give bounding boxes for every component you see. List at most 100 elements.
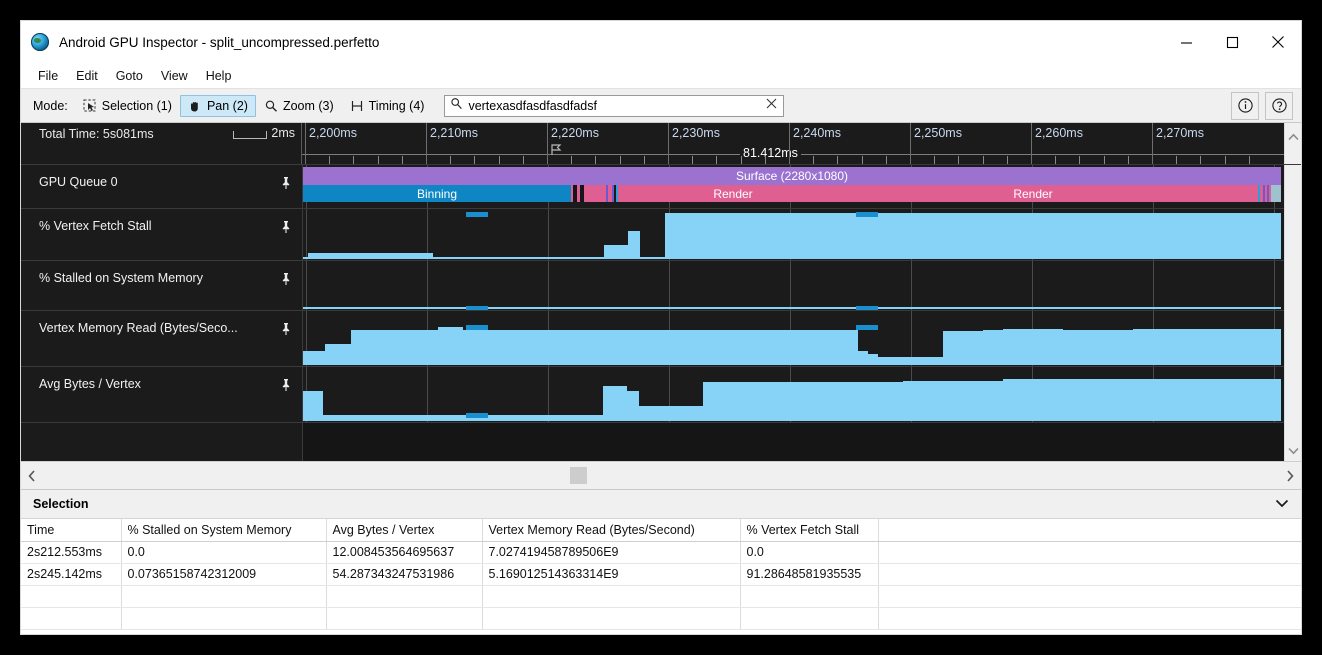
mode-selection-button[interactable]: Selection (1) [75,95,180,117]
slice-gap[interactable] [573,185,577,202]
table-row[interactable] [21,607,1301,630]
slice-render-label-1: Render [713,186,753,201]
track-label-3[interactable]: Vertex Memory Read (Bytes/Seco... [21,311,302,367]
pin-icon[interactable] [280,176,292,195]
ruler-minor-tick [813,156,815,164]
slice-marker-5[interactable] [1263,185,1265,202]
track-label-1[interactable]: % Vertex Fetch Stall [21,209,302,261]
slice-marker-4[interactable] [1258,185,1260,202]
grid-line [548,209,549,260]
menu-goto[interactable]: Goto [115,68,143,83]
help-icon[interactable] [1265,91,1293,120]
timeline-body: GPU Queue 0% Vertex Fetch Stall% Stalled… [21,165,1301,461]
slice-gap2[interactable] [580,185,584,202]
selection-header[interactable]: Selection [21,489,1301,519]
slice-marker-6[interactable] [1267,185,1269,202]
counter-selection-marker[interactable] [856,212,878,217]
counter-step [558,330,758,365]
timing-flag-icon[interactable] [551,143,562,155]
table-header-cell[interactable]: Time [21,519,122,542]
counter-step [893,357,943,365]
ruler-minor-tick [692,156,694,164]
ruler-major-tick [547,123,548,164]
table-header-cell[interactable]: Vertex Memory Read (Bytes/Second) [482,519,741,542]
selection-panel: Selection Time% Stalled on System Memory… [21,489,1301,634]
measurement-label: 81.412ms [740,146,801,160]
table-header-cell[interactable]: % Stalled on System Memory [121,519,327,542]
table-row[interactable] [21,585,1301,608]
slice-render-main[interactable] [618,185,1281,202]
slice-marker-3[interactable] [616,185,618,202]
pin-icon[interactable] [280,378,292,397]
counter-selection-marker[interactable] [466,413,488,418]
mode-timing-button[interactable]: Timing (4) [342,95,433,117]
minimize-icon[interactable] [1163,21,1209,63]
menu-edit[interactable]: Edit [76,68,98,83]
slice-surface[interactable]: Surface (2280x1080) [303,167,1281,185]
chevron-down-icon[interactable] [1275,495,1289,513]
slice-render-b[interactable] [584,185,586,202]
ruler-tick-label: 2,220ms [551,126,599,140]
slice-render-c[interactable] [586,185,612,202]
track-lane-2[interactable] [303,261,1301,311]
table-cell: 54.287343247531986 [326,563,483,586]
timeline-ruler[interactable]: Total Time: 5s081ms 2ms 81.412ms 2,200ms… [21,123,1301,165]
slice-marker-2[interactable] [612,185,614,202]
grid-line [427,261,428,310]
scroll-right-icon[interactable] [1279,462,1301,489]
pin-icon[interactable] [280,272,292,291]
mode-pan-button[interactable]: Pan (2) [179,94,256,117]
menu-file[interactable]: File [38,68,59,83]
track-label-4[interactable]: Avg Bytes / Vertex [21,367,302,423]
selection-title: Selection [33,497,89,511]
track-lane-3[interactable] [303,311,1301,367]
table-cell [878,541,1301,564]
table-cell [121,585,327,608]
ruler-major-tick [910,123,911,164]
close-icon[interactable] [1255,21,1301,63]
slice-render-tail[interactable] [1271,185,1281,202]
counter-step [878,357,893,365]
slice-render-a[interactable] [577,185,580,202]
clear-icon[interactable] [765,97,778,115]
pin-icon[interactable] [280,220,292,239]
counter-step [868,354,878,365]
counter-selection-marker[interactable] [466,325,488,330]
counter-step [653,257,665,259]
track-label-0[interactable]: GPU Queue 0 [21,165,302,209]
pin-icon[interactable] [280,322,292,341]
counter-selection-marker[interactable] [466,306,488,310]
counter-selection-marker[interactable] [466,212,488,217]
maximize-icon[interactable] [1209,21,1255,63]
slice-binning[interactable]: Binning [303,185,571,202]
counter-selection-marker[interactable] [856,306,878,310]
counter-selection-marker[interactable] [856,325,878,330]
mode-zoom-button[interactable]: Zoom (3) [256,95,342,117]
slice-marker-1[interactable] [606,185,608,202]
table-header-cell[interactable] [878,519,1301,542]
track-label-2[interactable]: % Stalled on System Memory [21,261,302,311]
horizontal-scrollbar[interactable] [21,461,1301,489]
slice-render-sep[interactable] [571,185,573,202]
track-lane-1[interactable] [303,209,1301,261]
vertical-scrollbar-top[interactable] [1284,123,1301,164]
ruler-minor-tick [934,156,936,164]
scrollbar-thumb[interactable] [570,467,587,484]
table-cell [21,607,122,630]
table-header-cell[interactable]: % Vertex Fetch Stall [740,519,879,542]
counter-step [1278,329,1281,365]
info-icon[interactable] [1231,91,1259,120]
track-lane-4[interactable] [303,367,1301,423]
menu-view[interactable]: View [160,68,188,83]
search-input[interactable]: vertexasdfasdfasdfadsf [444,94,785,117]
counter-step [803,213,903,259]
table-header-cell[interactable]: Avg Bytes / Vertex [326,519,483,542]
menu-help[interactable]: Help [205,68,232,83]
scroll-left-icon[interactable] [21,462,43,489]
vertical-scrollbar[interactable] [1284,165,1301,461]
